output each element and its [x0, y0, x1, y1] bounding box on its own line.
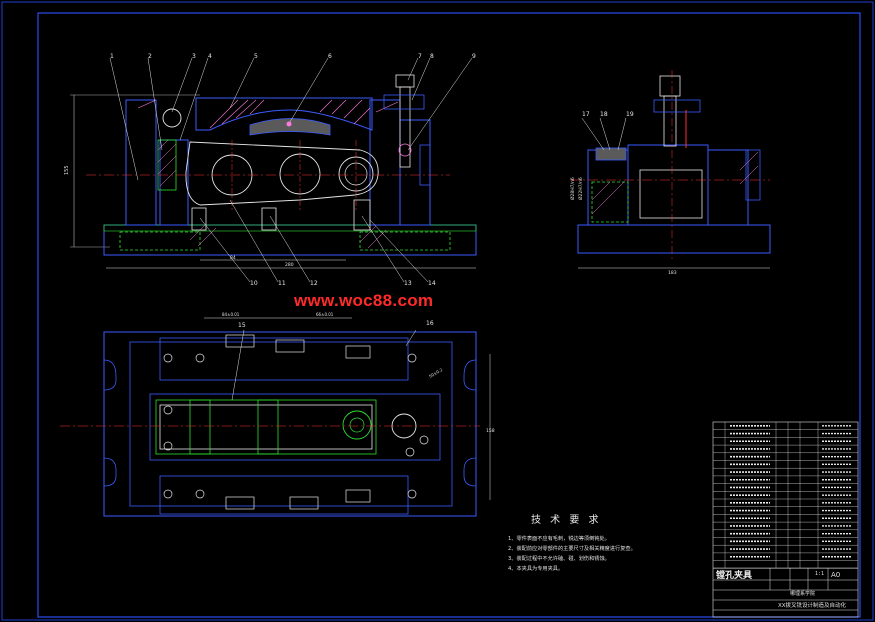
part-callout-number: 17 [582, 111, 590, 118]
part-callout-number: 12 [310, 280, 318, 287]
requirement-note: 2、装配前应对零部件的主要尺寸及相关精度进行复查。 [508, 546, 636, 552]
parts-list [712, 421, 859, 618]
course-name: XX拨叉铣设计制造及自动化 [778, 603, 847, 609]
requirement-note: 4、本夹具为专用夹具。 [508, 566, 564, 572]
technical-requirements-title: 技 术 要 求 [531, 515, 602, 526]
part-callout-number: 6 [328, 53, 332, 60]
drawing-title: 镗孔夹具 [716, 571, 753, 581]
svg-text:155: 155 [64, 165, 70, 175]
svg-text:66±0.01: 66±0.01 [316, 312, 334, 317]
part-callout-number: 15 [238, 322, 246, 329]
drawing-scale: 1:1 [815, 571, 825, 577]
part-callout-number: 4 [208, 53, 212, 60]
part-callout-number: 11 [278, 280, 286, 287]
part-callout-number: 19 [626, 111, 634, 118]
part-callout-number: 14 [428, 280, 436, 287]
requirement-note: 3、装配过程中不允许磕、碰、划伤和锈蚀。 [508, 556, 610, 562]
part-callout-number: 13 [404, 280, 412, 287]
part-callout-number: 10 [250, 280, 258, 287]
part-callout-number: 9 [472, 53, 476, 60]
side-view: 183 Ø28H7/n6 Ø22H7/n6 [569, 70, 771, 276]
requirement-note: 1、零件表面不应有毛刺，锐边等须倒钝处。 [508, 536, 610, 542]
svg-text:280: 280 [285, 262, 294, 268]
school-name: 哪理系学院 [790, 591, 816, 597]
svg-text:Ø28H7/n6: Ø28H7/n6 [569, 177, 576, 200]
svg-text:183: 183 [668, 270, 677, 276]
sheet-size: A0 [831, 571, 841, 579]
part-callout-number: 3 [192, 53, 196, 60]
part-callout-number: 16 [426, 320, 434, 327]
top-view: 158 84±0.01 66±0.01 50±0.2 [60, 312, 495, 517]
part-callout-number: 5 [254, 53, 258, 60]
part-callout-number: 18 [600, 111, 608, 118]
watermark-text: www.woc88.com [294, 291, 434, 310]
technical-requirements-notes: 1、零件表面不应有毛刺，锐边等须倒钝处。 2、装配前应对零部件的主要尺寸及相关精… [508, 534, 636, 574]
svg-text:84: 84 [230, 255, 236, 261]
part-callout-number: 1 [110, 53, 114, 60]
svg-text:50±0.2: 50±0.2 [428, 367, 444, 379]
svg-text:84±0.01: 84±0.01 [222, 312, 240, 317]
part-callout-number: 7 [418, 53, 422, 60]
part-callout-number: 2 [148, 53, 152, 60]
front-view: 155 280 84 [64, 57, 477, 283]
svg-text:Ø22H7/n6: Ø22H7/n6 [577, 177, 584, 200]
part-callout-number: 8 [430, 53, 434, 60]
svg-text:158: 158 [486, 428, 495, 434]
inner-border [37, 12, 861, 618]
